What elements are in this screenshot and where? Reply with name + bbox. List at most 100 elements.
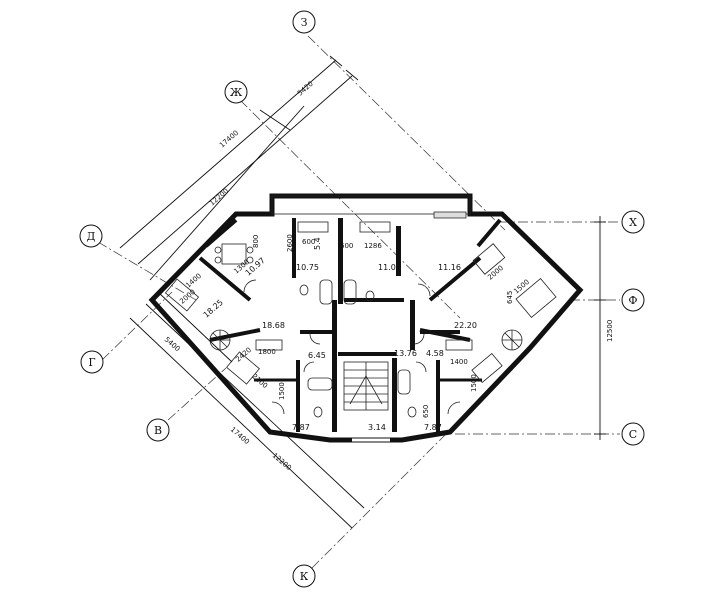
toilet — [365, 290, 375, 302]
balcony — [271, 195, 471, 215]
axis-label: Х — [629, 216, 637, 229]
axis-bubble-d: Д — [79, 224, 103, 248]
room-area: 18.25 — [202, 298, 225, 320]
axis-line-z — [307, 35, 506, 231]
furniture-dim: 1400 — [450, 358, 468, 366]
dimension-lines — [119, 55, 606, 529]
axis-bubble-k: К — [292, 564, 316, 588]
axis-label: Ж — [230, 86, 243, 99]
door-swing — [417, 283, 431, 297]
door-swing — [415, 361, 427, 373]
wall-interior — [332, 300, 337, 432]
room-area: 3.14 — [368, 423, 386, 432]
furniture-dim: 1286 — [364, 242, 382, 250]
dim-bottom-left-a: 12200 — [271, 451, 293, 472]
door-swing — [413, 333, 425, 345]
wall-interior — [392, 358, 397, 432]
dining-table — [221, 243, 247, 265]
furniture-dim: 1500 — [512, 278, 531, 296]
door-swing — [309, 333, 321, 345]
room-area: 22.20 — [454, 321, 477, 330]
room-area: 7.87 — [424, 423, 442, 432]
furniture-dim: 600 — [340, 242, 353, 250]
axis-label: Ф — [628, 294, 637, 307]
room-area: 4.58 — [426, 349, 444, 358]
axis-line-zh — [239, 99, 461, 319]
axis-label: С — [629, 428, 637, 441]
room-area: 11.16 — [438, 263, 461, 272]
room-area: 13.76 — [394, 349, 417, 358]
desk — [445, 339, 473, 351]
axis-bubble-f: Ф — [621, 288, 645, 312]
furniture-dim: 2100 — [250, 372, 269, 390]
axis-line-v — [167, 367, 227, 421]
wall-interior — [338, 352, 396, 356]
axis-bubbles: З Ж Д Г В К Х Ф — [79, 10, 645, 588]
wall-interior — [300, 330, 334, 334]
bathtub — [343, 279, 357, 305]
axis-bubble-zh: Ж — [224, 80, 248, 104]
wall-interior — [292, 218, 296, 278]
furniture-dim: 600 — [302, 238, 315, 246]
furniture-dim: 2600 — [286, 234, 294, 252]
axis-line-d — [97, 241, 197, 301]
wall-interior — [396, 226, 401, 276]
toilet — [313, 406, 323, 418]
furniture-dim: 2000 — [178, 288, 197, 306]
room-area: 5.4 — [313, 237, 322, 250]
bed — [472, 243, 506, 275]
kitchen-counter — [297, 221, 329, 233]
furniture-dim: 650 — [422, 405, 430, 418]
axis-line-g — [101, 291, 173, 361]
wall-interior — [436, 360, 440, 432]
axis-bubble-s: С — [621, 422, 645, 446]
room-area: 18.68 — [262, 321, 285, 330]
dim-right-total: 12500 — [606, 320, 614, 342]
axis-label: Г — [88, 356, 95, 369]
wall-interior — [296, 360, 300, 432]
furniture-dim: 1400 — [184, 272, 203, 290]
wall-interior — [410, 300, 415, 350]
axis-bubble-kh: Х — [621, 210, 645, 234]
room-area: 11.03 — [378, 263, 401, 272]
furniture-dim: 1800 — [258, 348, 276, 356]
door-swing — [447, 401, 461, 415]
door-swing — [303, 361, 315, 373]
toilet — [407, 406, 417, 418]
door-swing — [243, 279, 257, 293]
spiral-stair-left — [209, 329, 231, 351]
axis-label: Д — [87, 230, 96, 243]
furniture-dim: 800 — [252, 235, 260, 248]
dim-top-left-b: 5420 — [296, 80, 315, 98]
wall-interior — [344, 298, 404, 302]
furniture-dim: 1500 — [470, 374, 478, 392]
furniture-dim: 2000 — [486, 264, 505, 282]
bed — [515, 277, 557, 319]
bathtub — [397, 369, 411, 395]
dim-bottom-left-b: 5400 — [163, 335, 182, 353]
axis-bubble-v: В — [146, 418, 170, 442]
spiral-stair-right — [501, 329, 523, 351]
sofa — [471, 352, 503, 384]
bathtub — [307, 377, 333, 391]
axis-label: К — [300, 570, 309, 583]
axis-bubble-z: З — [292, 10, 316, 34]
dim-top-left-a: 12200 — [208, 187, 230, 208]
door-swing — [271, 401, 285, 415]
desk — [255, 339, 283, 351]
furniture — [164, 195, 557, 418]
room-area: 7.87 — [292, 423, 310, 432]
axis-line-k — [311, 427, 453, 569]
furniture-dim: 645 — [506, 291, 514, 304]
wall-interior — [338, 218, 343, 304]
axis-bubble-g: Г — [80, 350, 104, 374]
bed — [164, 278, 200, 312]
room-area: 10.75 — [296, 263, 319, 272]
bed — [226, 351, 260, 385]
bathtub — [319, 279, 333, 305]
axis-label: В — [154, 424, 162, 437]
staircase — [343, 361, 389, 411]
furniture-dim: 1500 — [278, 382, 286, 400]
axis-label: З — [301, 16, 308, 29]
